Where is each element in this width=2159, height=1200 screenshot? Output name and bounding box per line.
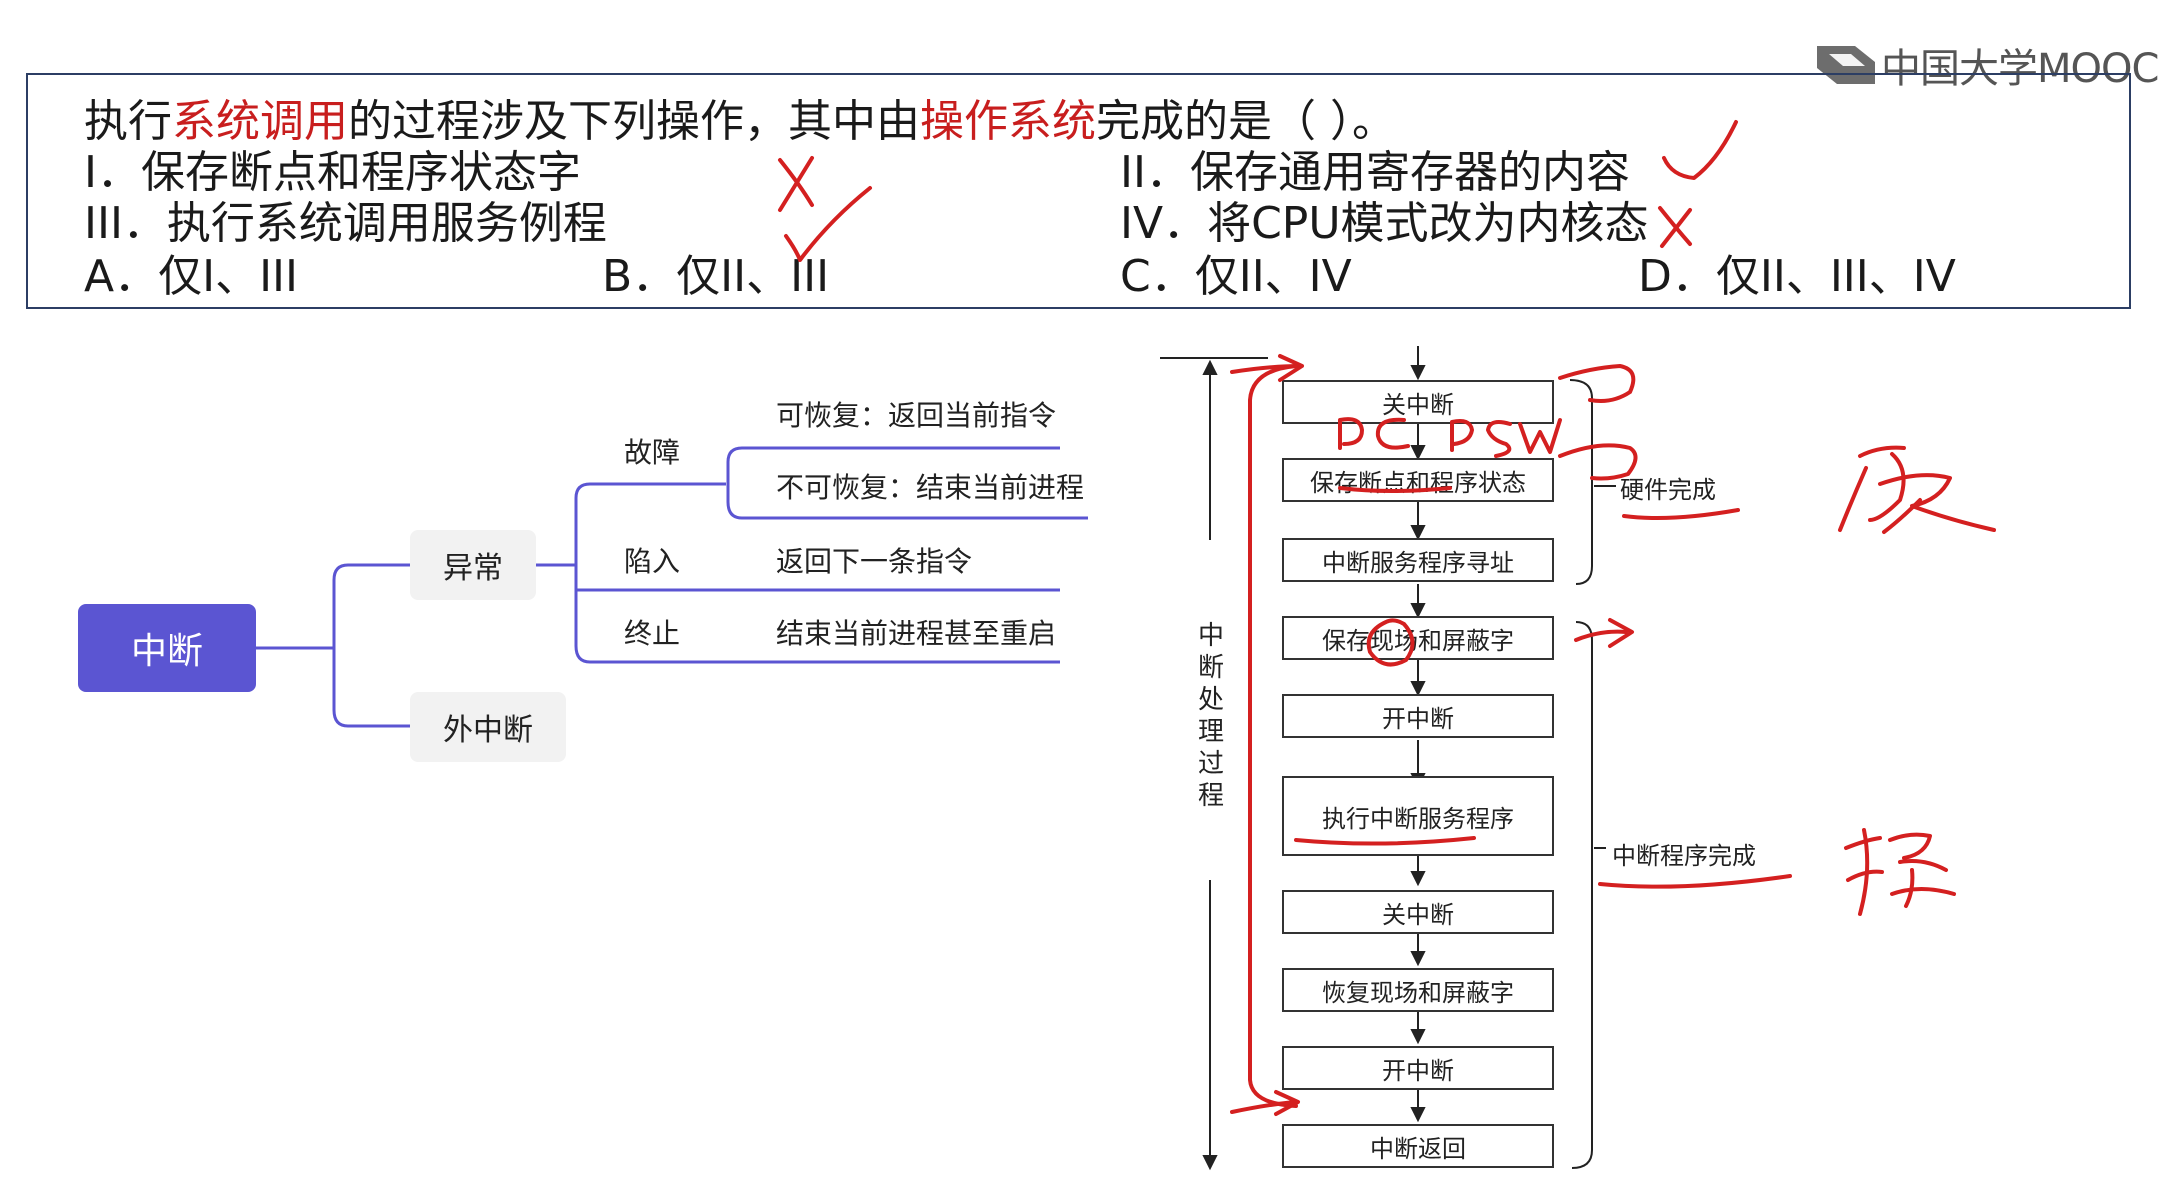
answer-a: A．仅I、III: [84, 251, 299, 302]
mindmap-root: 中断: [78, 604, 256, 692]
flow-step-2: 保存断点和程序状态: [1282, 458, 1554, 502]
flow-step-9: 开中断: [1282, 1046, 1554, 1090]
software-label: 中断程序完成: [1612, 842, 1756, 870]
mindmap-fault-unrecoverable: 不可恢复：结束当前进程: [776, 471, 1085, 504]
logo-text: 中国大学MOOC: [1881, 46, 2159, 92]
option-item-3: III．执行系统调用服务例程: [84, 198, 607, 249]
flow-vertical-label: 中断处理过程: [1197, 621, 1224, 811]
option-item-1: I．保存断点和程序状态字: [84, 147, 581, 198]
mindmap-fault: 故障: [624, 436, 681, 469]
answer-b: B．仅II、III: [602, 251, 830, 302]
mindmap-trap: 陷入: [624, 545, 681, 578]
option-item-2: II．保存通用寄存器的内容: [1120, 147, 1630, 198]
mindmap-abort: 终止: [624, 617, 681, 650]
flow-step-8: 恢复现场和屏蔽字: [1282, 968, 1554, 1012]
question-stem: 执行系统调用的过程涉及下列操作，其中由操作系统完成的是（ ）。: [84, 96, 1396, 147]
flow-step-7: 关中断: [1282, 890, 1554, 934]
mindmap-trap-desc: 返回下一条指令: [776, 545, 973, 578]
flow-step-1: 关中断: [1282, 380, 1554, 424]
hardware-label: 硬件完成: [1620, 476, 1716, 504]
flow-step-4: 保存现场和屏蔽字: [1282, 616, 1554, 660]
answer-c: C．仅II、IV: [1120, 251, 1352, 302]
mindmap-fault-recoverable: 可恢复：返回当前指令: [776, 399, 1057, 432]
mindmap-node-exception: 异常: [410, 530, 536, 600]
mindmap-abort-desc: 结束当前进程甚至重启: [776, 617, 1057, 650]
flow-step-10: 中断返回: [1282, 1124, 1554, 1168]
question-box: [26, 73, 2131, 309]
option-item-4: IV．将CPU模式改为内核态: [1120, 198, 1649, 249]
flow-step-6: 执行中断服务程序: [1282, 776, 1554, 856]
flow-step-5: 开中断: [1282, 694, 1554, 738]
answer-d: D．仅II、III、IV: [1638, 251, 1956, 302]
mindmap-node-external: 外中断: [410, 692, 566, 762]
flow-step-3: 中断服务程序寻址: [1282, 538, 1554, 582]
